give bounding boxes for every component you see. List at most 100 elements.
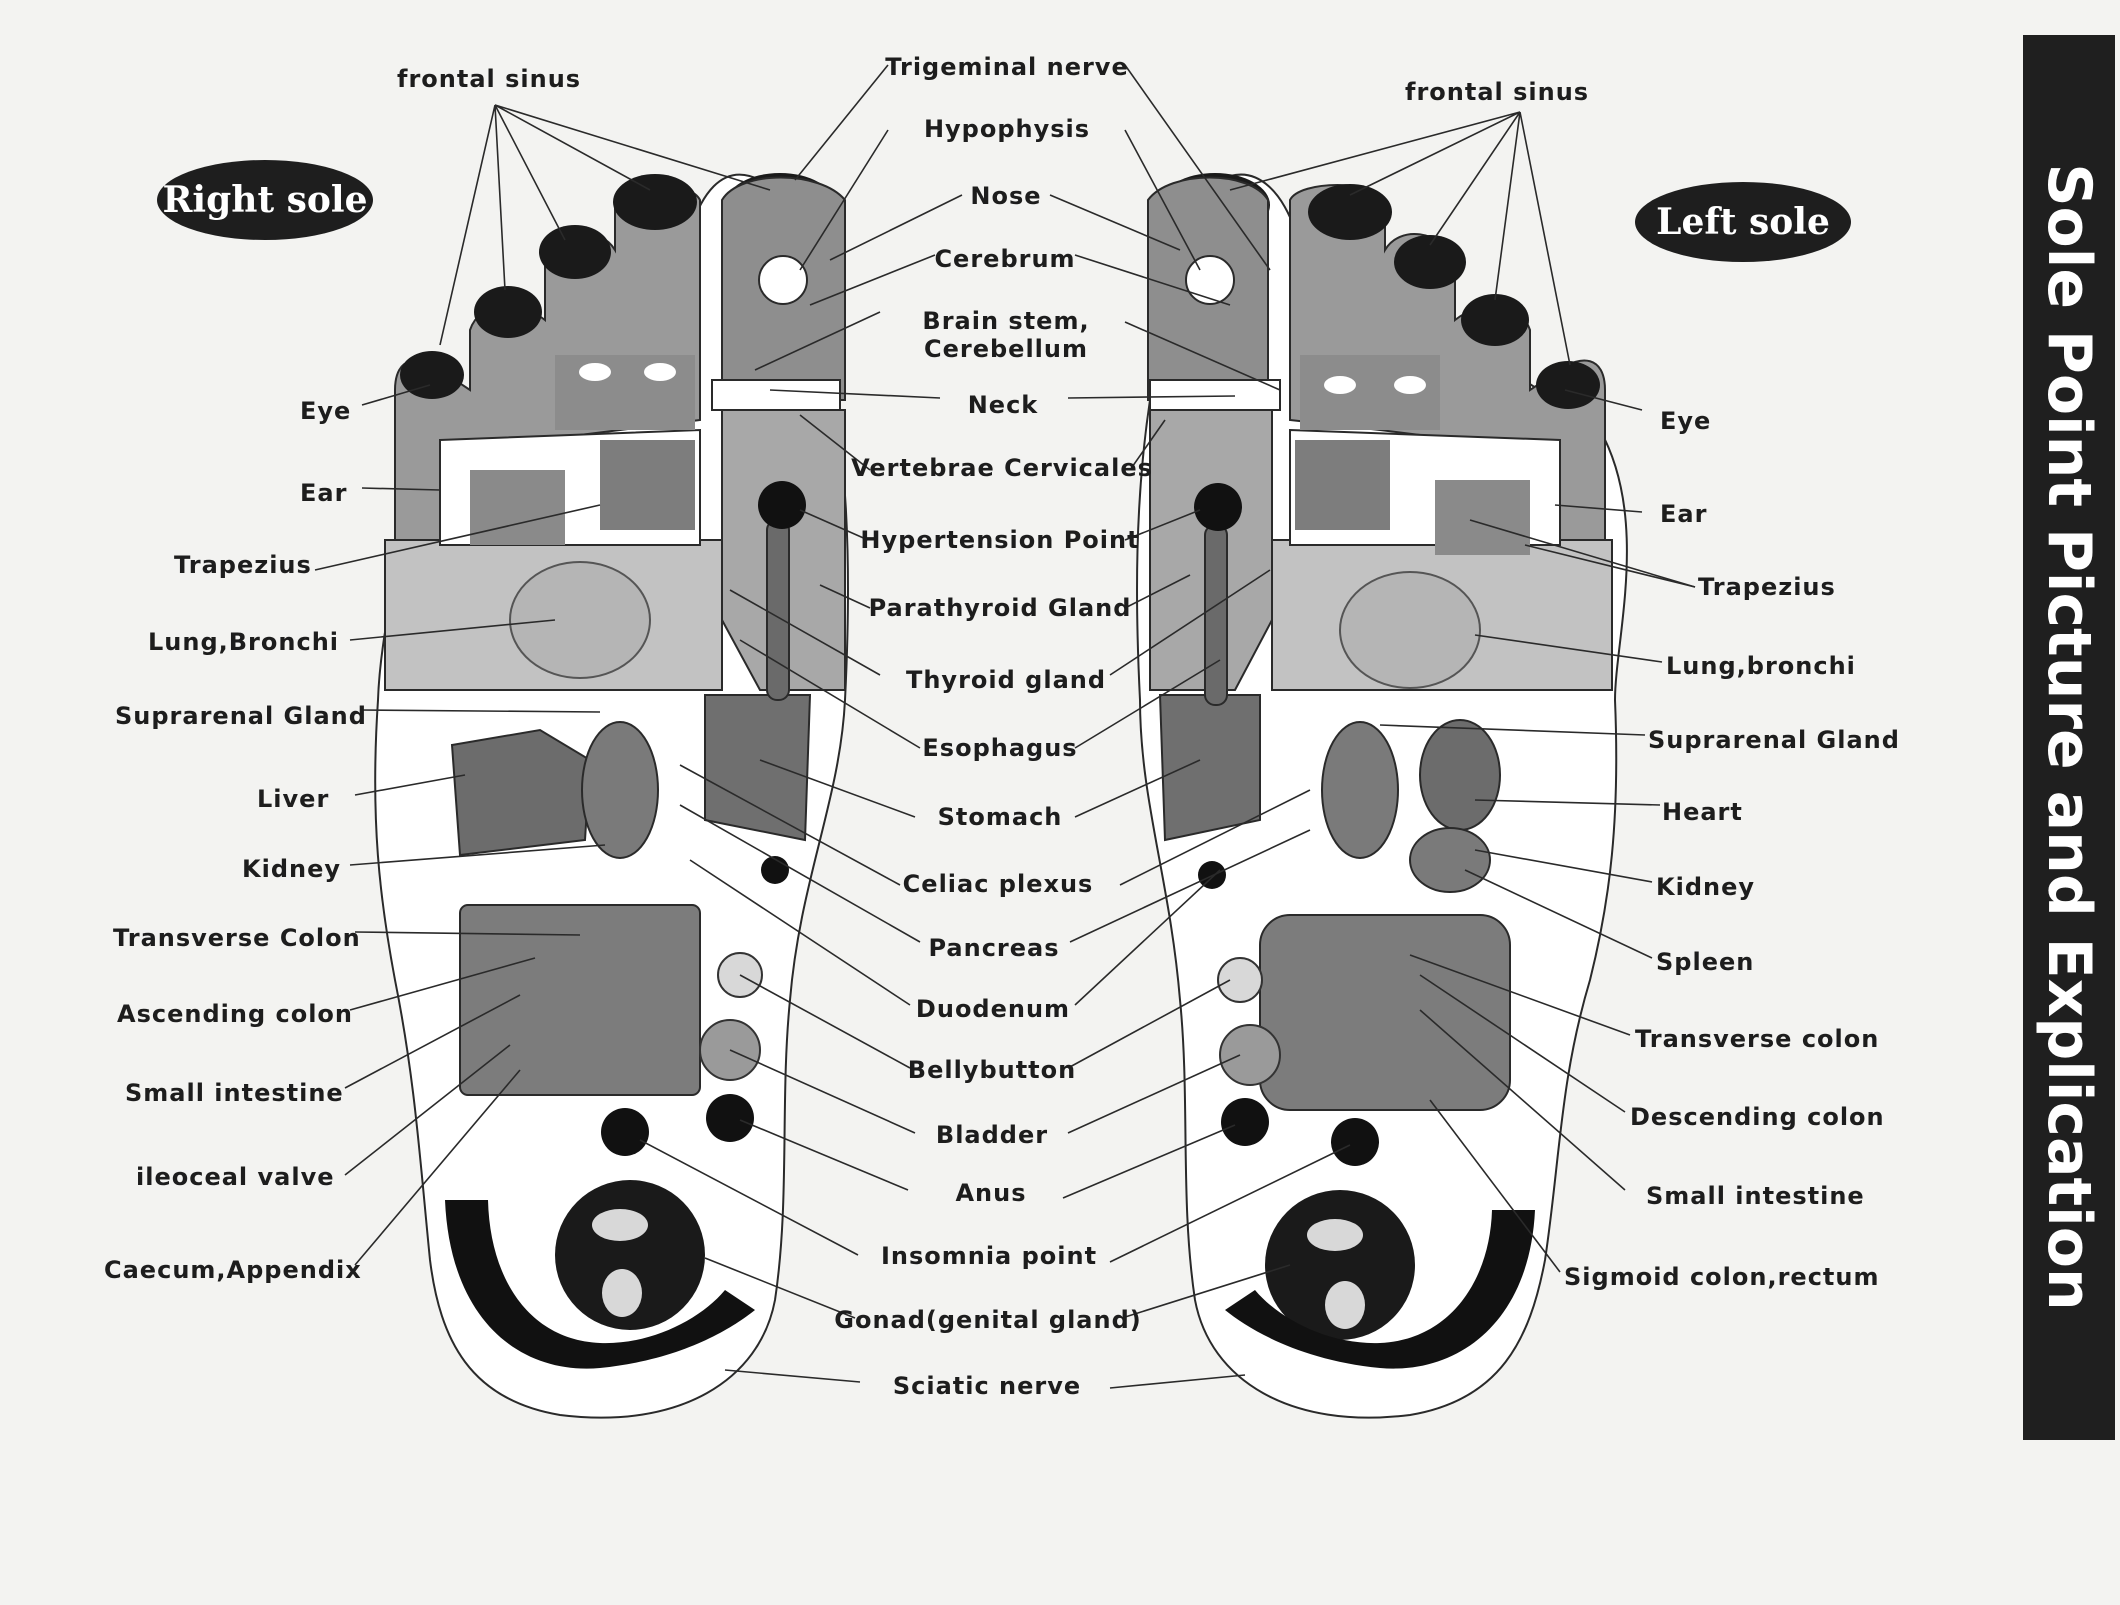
label-brain-stem: Brain stem,: [922, 307, 1090, 335]
label-right-eye: Eye: [300, 397, 352, 425]
label-bladder: Bladder: [935, 1121, 1049, 1149]
left-sciatic-arc: [1225, 1210, 1535, 1369]
label-right-trapezius: Trapezius: [174, 551, 312, 579]
right-hypertension-dot: [758, 481, 806, 529]
right-stomach-zone: [704, 694, 812, 842]
right-eye-face: [555, 355, 695, 430]
right-toe-cap-4: [613, 174, 697, 230]
right-trapezius-image-2: [470, 470, 565, 545]
right-esophagus: [766, 519, 790, 701]
right-anus-dot: [706, 1094, 754, 1142]
label-left-trapezius: Trapezius: [1698, 573, 1836, 601]
title-bar: [2023, 35, 2115, 1440]
left-lungs-image: [1339, 571, 1481, 689]
label-sciatic-nerve: Sciatic nerve: [892, 1372, 1082, 1400]
label-right-small-intestine: Small intestine: [125, 1079, 344, 1107]
left-hypophysis-spot: [1185, 255, 1235, 305]
label-stomach: Stomach: [937, 803, 1063, 831]
right-sole-label: Right sole: [162, 179, 368, 221]
label-right-frontal-sinus: frontal sinus: [397, 65, 582, 93]
left-esophagus: [1204, 524, 1228, 706]
label-left-small-intestine: Small intestine: [1646, 1182, 1865, 1210]
right-insomnia-dot: [601, 1108, 649, 1156]
label-hypophysis: Hypophysis: [923, 115, 1091, 143]
label-cerebellum: Cerebellum: [923, 335, 1089, 363]
left-toe-cap-4: [1308, 184, 1392, 240]
right-sciatic-arc: [445, 1200, 755, 1369]
left-bellybutton: [1217, 957, 1263, 1003]
left-anus-dot: [1221, 1098, 1269, 1146]
label-left-spleen: Spleen: [1656, 948, 1755, 976]
label-thyroid-gland: Thyroid gland: [905, 666, 1107, 694]
label-right-caecum: Caecum,Appendix: [104, 1256, 362, 1284]
left-trapezius-image: [1295, 440, 1390, 530]
right-hypophysis-spot: [758, 255, 808, 305]
right-gonad-zone: [555, 1180, 705, 1330]
label-left-ear: Ear: [1660, 500, 1708, 528]
right-sole-badge: Right sole: [157, 160, 373, 240]
leader-lines: [314, 64, 1696, 1389]
left-stomach-zone: [1158, 694, 1261, 842]
right-toe-cap-1: [400, 351, 464, 399]
label-left-kidney: Kidney: [1656, 873, 1756, 901]
right-sole-foot: [374, 173, 849, 1419]
label-bellybutton: Bellybutton: [907, 1056, 1077, 1084]
label-right-lung: Lung,Bronchi: [148, 628, 340, 656]
left-spleen: [1409, 827, 1491, 893]
label-nose: Nose: [970, 182, 1042, 210]
label-right-ear: Ear: [300, 479, 348, 507]
left-neck-band: [1149, 379, 1281, 411]
label-anus: Anus: [955, 1179, 1027, 1207]
label-left-suprarenal: Suprarenal Gland: [1648, 726, 1900, 754]
left-gonad-zone: [1265, 1190, 1415, 1340]
right-trapezius-image: [600, 440, 695, 530]
right-liver: [450, 728, 592, 857]
label-right-ascending-colon: Ascending colon: [117, 1000, 353, 1028]
label-left-lung: Lung,bronchi: [1666, 652, 1856, 680]
left-toe-cap-2: [1461, 294, 1529, 346]
left-toe-cap-1: [1536, 361, 1600, 409]
page-title: Sole Point Picture and Explication: [2034, 163, 2104, 1311]
left-sole-badge: Left sole: [1635, 182, 1851, 262]
label-left-heart: Heart: [1662, 798, 1743, 826]
label-trigeminal-nerve: Trigeminal nerve: [885, 53, 1129, 81]
right-intestine-zone: [459, 904, 701, 1096]
label-pancreas: Pancreas: [928, 934, 1060, 962]
left-sole-label: Left sole: [1656, 201, 1830, 243]
label-hypertension-point: Hypertension Point: [860, 526, 1140, 554]
right-lungs-image: [509, 561, 651, 679]
label-celiac-plexus: Celiac plexus: [902, 870, 1094, 898]
label-left-eye: Eye: [1660, 407, 1712, 435]
label-right-kidney: Kidney: [242, 855, 342, 883]
left-hypertension-dot: [1194, 483, 1242, 531]
label-parathyroid-gland: Parathyroid Gland: [868, 594, 1132, 622]
left-toe-cap-3: [1394, 235, 1466, 289]
label-right-transverse-colon: Transverse Colon: [113, 924, 361, 952]
left-trapezius-image-2: [1435, 480, 1530, 555]
label-insomnia-point: Insomnia point: [880, 1242, 1098, 1270]
label-cerebrum: Cerebrum: [934, 245, 1076, 273]
label-vertebrae-cervicales: Vertebrae Cervicales: [851, 454, 1153, 482]
label-right-ileocecal-valve: ileoceal valve: [136, 1163, 335, 1191]
right-toe-cap-2: [474, 286, 542, 338]
left-kidney: [1321, 721, 1399, 859]
label-gonad: Gonad(genital gland): [834, 1306, 1142, 1334]
label-left-descending-colon: Descending colon: [1630, 1103, 1885, 1131]
right-toe-cap-3: [539, 225, 611, 279]
label-esophagus: Esophagus: [922, 734, 1078, 762]
label-neck: Neck: [967, 391, 1039, 419]
left-bladder: [1219, 1024, 1281, 1086]
right-neck-band: [711, 379, 841, 411]
label-duodenum: Duodenum: [915, 995, 1071, 1023]
label-left-transverse-colon: Transverse colon: [1635, 1025, 1880, 1053]
label-left-sigmoid: Sigmoid colon,rectum: [1564, 1263, 1880, 1291]
left-insomnia-dot: [1331, 1118, 1379, 1166]
left-intestine-zone: [1259, 914, 1511, 1111]
label-left-frontal-sinus: frontal sinus: [1405, 78, 1590, 106]
label-right-liver: Liver: [257, 785, 330, 813]
left-sole-foot: [1136, 173, 1628, 1419]
left-heart: [1419, 719, 1501, 831]
label-right-suprarenal: Suprarenal Gland: [115, 702, 367, 730]
